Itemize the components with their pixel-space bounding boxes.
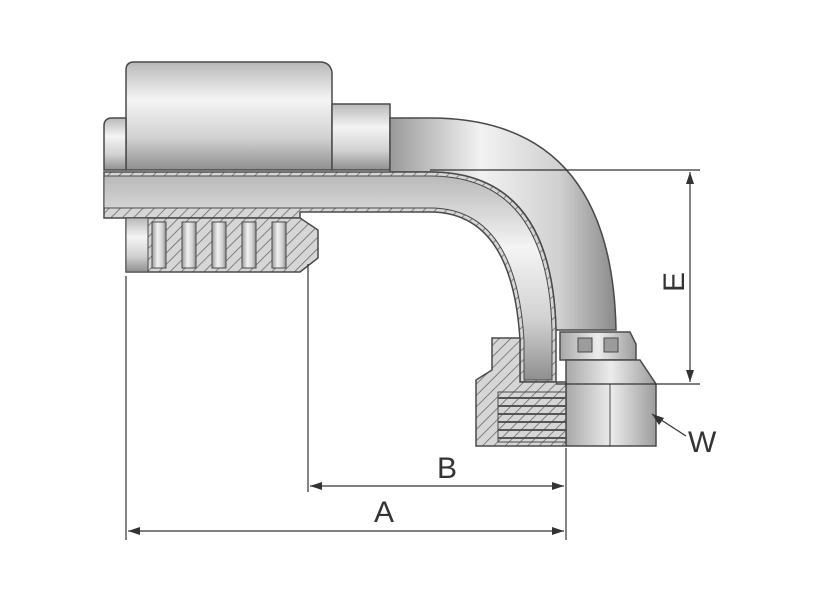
nut-top-ring xyxy=(559,331,637,361)
ferrule-inner-end xyxy=(125,217,149,273)
thread-bore xyxy=(497,391,567,443)
threads xyxy=(498,397,566,439)
nut-body xyxy=(565,359,657,447)
dimension-label-a: A xyxy=(374,496,394,529)
bore xyxy=(103,175,553,381)
serrations xyxy=(151,221,287,269)
dimension-label-w: W xyxy=(688,426,717,459)
ferrule xyxy=(125,61,333,171)
dimension-label-e: E xyxy=(658,272,691,292)
stem-end xyxy=(103,117,127,171)
collar xyxy=(331,103,391,171)
nut-flats-small xyxy=(577,337,593,353)
dimension-label-b: B xyxy=(437,452,457,485)
dimension-arrows xyxy=(128,172,694,535)
nut-flats-small-2 xyxy=(603,337,619,353)
